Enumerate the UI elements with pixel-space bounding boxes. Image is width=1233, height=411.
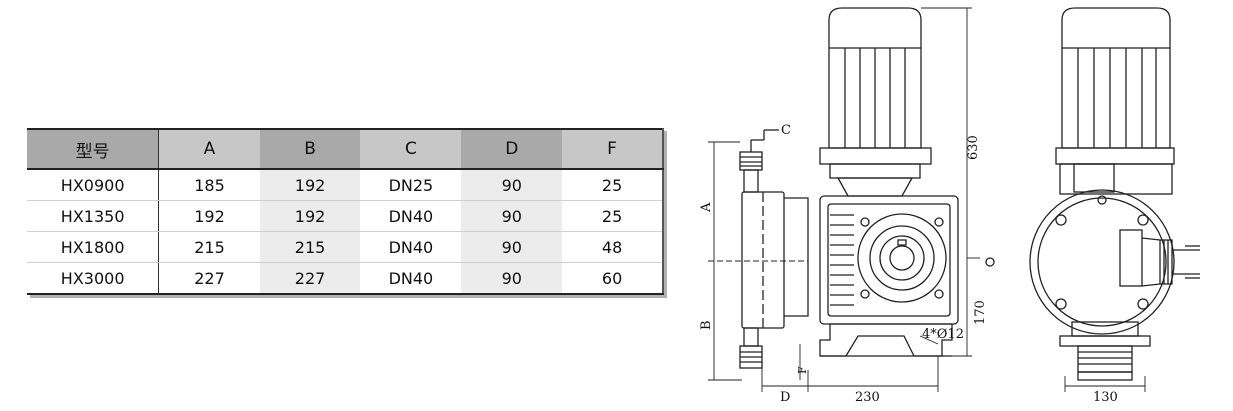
cell-d: 90 [461,169,563,201]
label-b: B [699,320,714,330]
label-bolt-holes: 4*Ø12 [922,327,964,342]
cell-model: HX3000 [27,262,160,294]
cell-c: DN40 [360,262,462,294]
cell-f: 48 [562,231,663,263]
cell-f: 25 [562,169,663,201]
cell-b: 192 [259,200,361,232]
cell-model: HX0900 [27,169,160,201]
cell-b: 227 [259,262,361,294]
gearbox-front-view [819,195,959,325]
cell-d: 90 [461,231,563,263]
header-model: 型号 [27,129,160,170]
pump-head-front-view [739,151,809,369]
cell-c: DN25 [360,169,462,201]
header-a: A [158,129,260,170]
cell-model: HX1350 [27,200,160,232]
pump-technical-drawing: C A B 630 170 4*Ø12 F D 230 130 [699,7,1200,405]
cell-a: 215 [158,231,260,263]
side-dimension-lines [1064,376,1146,392]
cell-a: 192 [158,200,260,232]
table-row: HX0900 185 192 DN25 90 25 [27,169,663,201]
cell-model: HX1800 [27,231,160,263]
motor-side-view [1055,7,1175,195]
dimension-table: 型号 A B C D F HX0900 185 192 DN25 90 25 H… [27,128,664,295]
table-row: HX1800 215 215 DN40 90 48 [27,231,663,263]
label-f: F [796,366,809,374]
label-height-base: 170 [973,300,988,325]
cell-c: DN40 [360,231,462,263]
cell-d: 90 [461,200,563,232]
table-row: HX1350 192 192 DN40 90 25 [27,200,663,232]
label-d: D [780,390,790,405]
cell-b: 215 [259,231,361,263]
header-c: C [360,129,462,170]
table-header-row: 型号 A B C D F [27,129,663,170]
label-a: A [699,202,714,213]
cell-d: 90 [461,262,563,294]
cell-c: DN40 [360,200,462,232]
cell-f: 60 [562,262,663,294]
pump-head-side-view [1059,321,1151,381]
table-row: HX3000 227 227 DN40 90 60 [27,262,663,294]
label-height-total: 630 [966,135,981,160]
motor-front-view [819,7,932,197]
dimension-labels: C A B 630 170 4*Ø12 F D 230 130 [699,123,1118,405]
dimension-lines [708,7,980,392]
header-f: F [562,129,663,170]
label-c: C [781,123,791,138]
cell-b: 192 [259,169,361,201]
label-width-side: 130 [1093,390,1118,405]
gearbox-side-view [1029,189,1200,335]
header-b: B [259,129,361,170]
cell-f: 25 [562,200,663,232]
label-width-front: 230 [855,390,880,405]
cell-a: 227 [158,262,260,294]
header-d: D [461,129,563,170]
cell-a: 185 [158,169,260,201]
base-front-view [819,323,953,357]
